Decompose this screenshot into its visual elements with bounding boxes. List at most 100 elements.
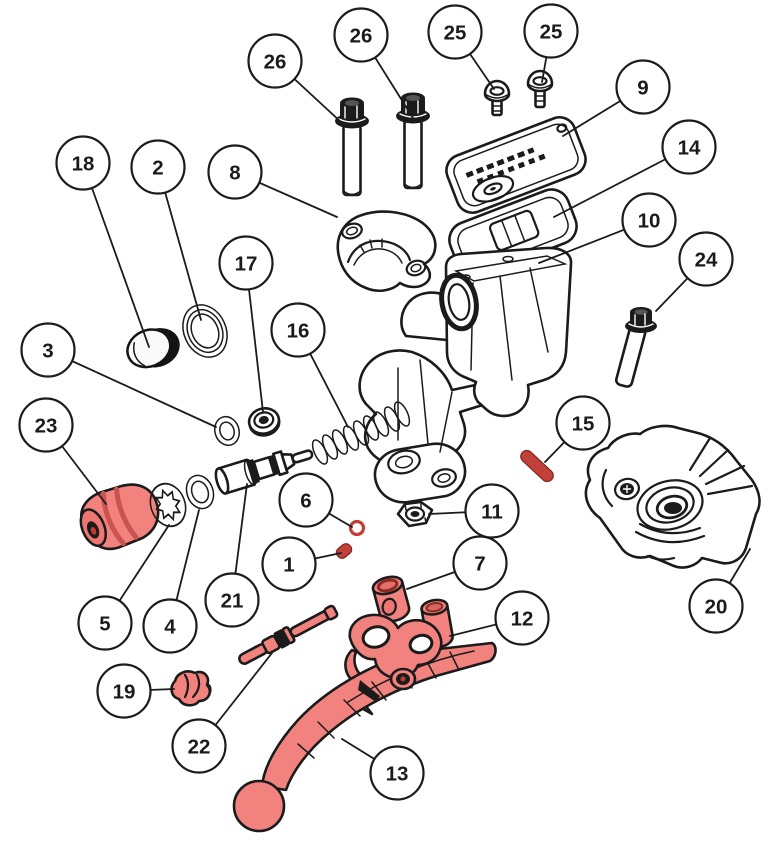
- callout-label-o-ring-red: 6: [300, 490, 311, 513]
- callout-circle-button-screw-a[interactable]: [427, 4, 483, 60]
- callout-circle-pivot-pin[interactable]: [555, 395, 611, 451]
- callout-label-brake-lever: 13: [386, 763, 409, 786]
- callout-circle-o-ring-small[interactable]: [20, 322, 76, 378]
- callout-circle-button-screw-b[interactable]: [523, 3, 579, 59]
- part-adjuster-knob: [170, 670, 212, 707]
- callout-16-return-spring[interactable]: 16: [270, 302, 326, 358]
- part-o-ring-small: [213, 415, 241, 447]
- callout-label-bleed-plug: 1: [283, 554, 294, 577]
- callout-circle-flange-bolt-a[interactable]: [247, 33, 303, 89]
- callout-label-piston: 21: [221, 590, 244, 613]
- part-pushrod: [238, 604, 339, 665]
- callout-circle-hex-nut[interactable]: [464, 483, 520, 539]
- callout-25-button-screw-b[interactable]: 25: [523, 3, 579, 59]
- callout-label-diaphragm: 14: [678, 137, 701, 160]
- callout-2-seal-ring[interactable]: 2: [130, 139, 186, 195]
- callout-circle-bleed-plug[interactable]: [261, 536, 317, 592]
- callout-3-o-ring-small[interactable]: 3: [20, 322, 76, 378]
- callout-26-flange-bolt-b[interactable]: 26: [333, 7, 389, 63]
- callout-20-clamp-cover[interactable]: 20: [688, 578, 744, 634]
- callout-17-flange-nut[interactable]: 17: [218, 235, 274, 291]
- part-flange-bolt-a: [335, 97, 369, 197]
- callout-11-hex-nut[interactable]: 11: [464, 483, 520, 539]
- callout-6-o-ring-red[interactable]: 6: [278, 472, 334, 528]
- callout-25-button-screw-a[interactable]: 25: [427, 4, 483, 60]
- part-clamp-cover: [584, 424, 761, 569]
- callout-circle-clamp-cover[interactable]: [688, 578, 744, 634]
- callout-circle-adjuster-knob[interactable]: [96, 663, 152, 719]
- callout-label-adjuster-knob: 19: [113, 681, 136, 704]
- callout-label-flange-bolt-b: 26: [350, 25, 373, 48]
- part-flange-nut: [247, 407, 281, 437]
- callout-circle-master-cylinder-body[interactable]: [621, 192, 677, 248]
- callout-13-brake-lever[interactable]: 13: [369, 745, 425, 801]
- callout-label-flange-bolt-a: 26: [264, 51, 287, 74]
- callout-circle-flange-nut[interactable]: [218, 235, 274, 291]
- part-flat-washer: [185, 474, 215, 510]
- callout-1-bleed-plug[interactable]: 1: [261, 536, 317, 592]
- part-bushing-left: [371, 575, 411, 623]
- callout-circle-bushing-left[interactable]: [452, 535, 508, 591]
- callout-circle-return-spring[interactable]: [270, 302, 326, 358]
- leader-line-3-o-ring-small: [47, 349, 217, 428]
- part-bleed-plug: [335, 543, 353, 559]
- callout-22-pushrod[interactable]: 22: [171, 718, 227, 774]
- callout-12-bushing-right[interactable]: 12: [494, 590, 550, 646]
- callout-label-handlebar-clamp: 8: [229, 162, 240, 185]
- callout-15-pivot-pin[interactable]: 15: [555, 395, 611, 451]
- part-master-cylinder-body: [358, 246, 573, 504]
- callout-23-piston-boot[interactable]: 23: [18, 397, 74, 453]
- callout-label-bushing-left: 7: [474, 553, 485, 576]
- callout-circle-bushing-right[interactable]: [494, 590, 550, 646]
- part-brake-lever: [232, 613, 497, 833]
- callout-label-end-cap: 18: [72, 153, 95, 176]
- callout-circle-piston[interactable]: [204, 572, 260, 628]
- part-mounting-bolt: [614, 307, 657, 388]
- part-return-spring: [311, 401, 411, 465]
- callout-label-flat-washer: 4: [164, 616, 176, 639]
- callout-circle-o-ring-red[interactable]: [278, 472, 334, 528]
- callout-circle-pushrod[interactable]: [171, 718, 227, 774]
- callout-21-piston[interactable]: 21: [204, 572, 260, 628]
- callout-26-flange-bolt-a[interactable]: 26: [247, 33, 303, 89]
- callout-circle-flange-bolt-b[interactable]: [333, 7, 389, 63]
- callout-label-o-ring-small: 3: [42, 340, 53, 363]
- callout-label-button-screw-b: 25: [540, 21, 563, 44]
- callout-10-master-cylinder-body[interactable]: 10: [621, 192, 677, 248]
- callout-label-flange-nut: 17: [235, 253, 258, 276]
- leader-line-18-end-cap: [82, 162, 150, 348]
- callout-5-star-washer[interactable]: 5: [77, 595, 133, 651]
- callout-9-reservoir-cap[interactable]: 9: [615, 59, 671, 115]
- callout-circle-end-cap[interactable]: [55, 135, 111, 191]
- callout-label-hex-nut: 11: [481, 501, 503, 524]
- part-end-cap: [126, 328, 180, 369]
- callout-18-end-cap[interactable]: 18: [55, 135, 111, 191]
- part-piston-boot: [79, 483, 160, 551]
- callout-label-reservoir-cap: 9: [637, 77, 648, 100]
- callout-label-star-washer: 5: [99, 613, 110, 636]
- callout-circle-diaphragm[interactable]: [661, 119, 717, 175]
- part-flange-bolt-b: [396, 92, 430, 190]
- callout-label-seal-ring: 2: [152, 157, 163, 180]
- callout-circle-brake-lever[interactable]: [369, 745, 425, 801]
- callout-circle-flat-washer[interactable]: [142, 598, 198, 654]
- callout-circle-handlebar-clamp[interactable]: [207, 144, 263, 200]
- callout-14-diaphragm[interactable]: 14: [661, 119, 717, 175]
- callout-label-button-screw-a: 25: [444, 22, 467, 45]
- callout-label-pushrod: 22: [188, 736, 211, 759]
- callout-7-bushing-left[interactable]: 7: [452, 535, 508, 591]
- callout-circle-seal-ring[interactable]: [130, 139, 186, 195]
- part-button-screw-a: [483, 79, 511, 117]
- callout-circle-reservoir-cap[interactable]: [615, 59, 671, 115]
- callout-circle-mounting-bolt[interactable]: [678, 231, 734, 287]
- part-pivot-pin: [520, 449, 554, 483]
- callout-8-handlebar-clamp[interactable]: 8: [207, 144, 263, 200]
- callout-circle-star-washer[interactable]: [77, 595, 133, 651]
- callout-label-bushing-right: 12: [511, 608, 534, 631]
- callout-19-adjuster-knob[interactable]: 19: [96, 663, 152, 719]
- callout-24-mounting-bolt[interactable]: 24: [678, 231, 734, 287]
- callout-4-flat-washer[interactable]: 4: [142, 598, 198, 654]
- callout-label-pivot-pin: 15: [572, 413, 595, 436]
- callout-circle-piston-boot[interactable]: [18, 397, 74, 453]
